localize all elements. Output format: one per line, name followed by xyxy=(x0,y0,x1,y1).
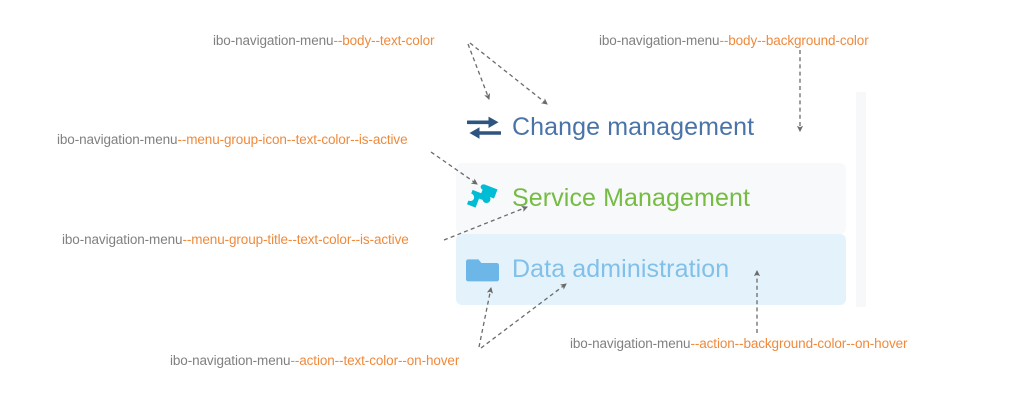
annotation-base-text: ibo-navigation-menu xyxy=(213,33,334,48)
nav-row-service-management[interactable]: Service Management xyxy=(456,163,846,234)
annotation-body-text-color: ibo-navigation-menu--body--text-color xyxy=(213,33,435,49)
navigation-menu: Change management Service Management Dat… xyxy=(456,92,866,307)
nav-row-data-administration[interactable]: Data administration xyxy=(456,234,846,305)
annotation-base-text: ibo-navigation-menu xyxy=(170,353,291,368)
annotation-menu-group-icon-text-color-is-active: ibo-navigation-menu--menu-group-icon--te… xyxy=(57,132,408,148)
annotation-highlight-text: --action--text-color--on-hover xyxy=(290,353,460,368)
annotation-highlight-text: --body--text-color xyxy=(333,33,435,48)
annotation-body-background-color: ibo-navigation-menu--body--background-co… xyxy=(599,33,869,49)
navigation-menu-rows: Change management Service Management Dat… xyxy=(456,92,846,305)
annotation-highlight-text: --menu-group-title--text-color--is-activ… xyxy=(182,232,409,247)
nav-row-label: Service Management xyxy=(512,184,751,212)
annotation-highlight-text: --body--background-color xyxy=(719,33,869,48)
nav-row-label: Change management xyxy=(512,113,755,141)
annotation-action-background-color-on-hover: ibo-navigation-menu--action--background-… xyxy=(570,336,908,352)
exchange-arrows-icon xyxy=(466,113,512,143)
annotation-highlight-text: --action--background-color--on-hover xyxy=(690,336,908,351)
annotation-base-text: ibo-navigation-menu xyxy=(57,132,178,147)
annotation-base-text: ibo-navigation-menu xyxy=(599,33,720,48)
nav-row-change-management[interactable]: Change management xyxy=(456,92,846,163)
annotation-base-text: ibo-navigation-menu xyxy=(570,336,691,351)
folder-icon xyxy=(466,256,512,284)
nav-row-label: Data administration xyxy=(512,255,730,283)
annotation-action-text-color-on-hover: ibo-navigation-menu--action--text-color-… xyxy=(170,353,459,369)
annotation-base-text: ibo-navigation-menu xyxy=(62,232,183,247)
navigation-menu-scrollbar[interactable] xyxy=(856,92,866,307)
annotation-menu-group-title-text-color-is-active: ibo-navigation-menu--menu-group-title--t… xyxy=(62,232,409,248)
arrow-body-text-color-to-icon xyxy=(467,43,491,100)
puzzle-piece-icon xyxy=(466,183,512,215)
annotation-highlight-text: --menu-group-icon--text-color--is-active xyxy=(177,132,408,147)
